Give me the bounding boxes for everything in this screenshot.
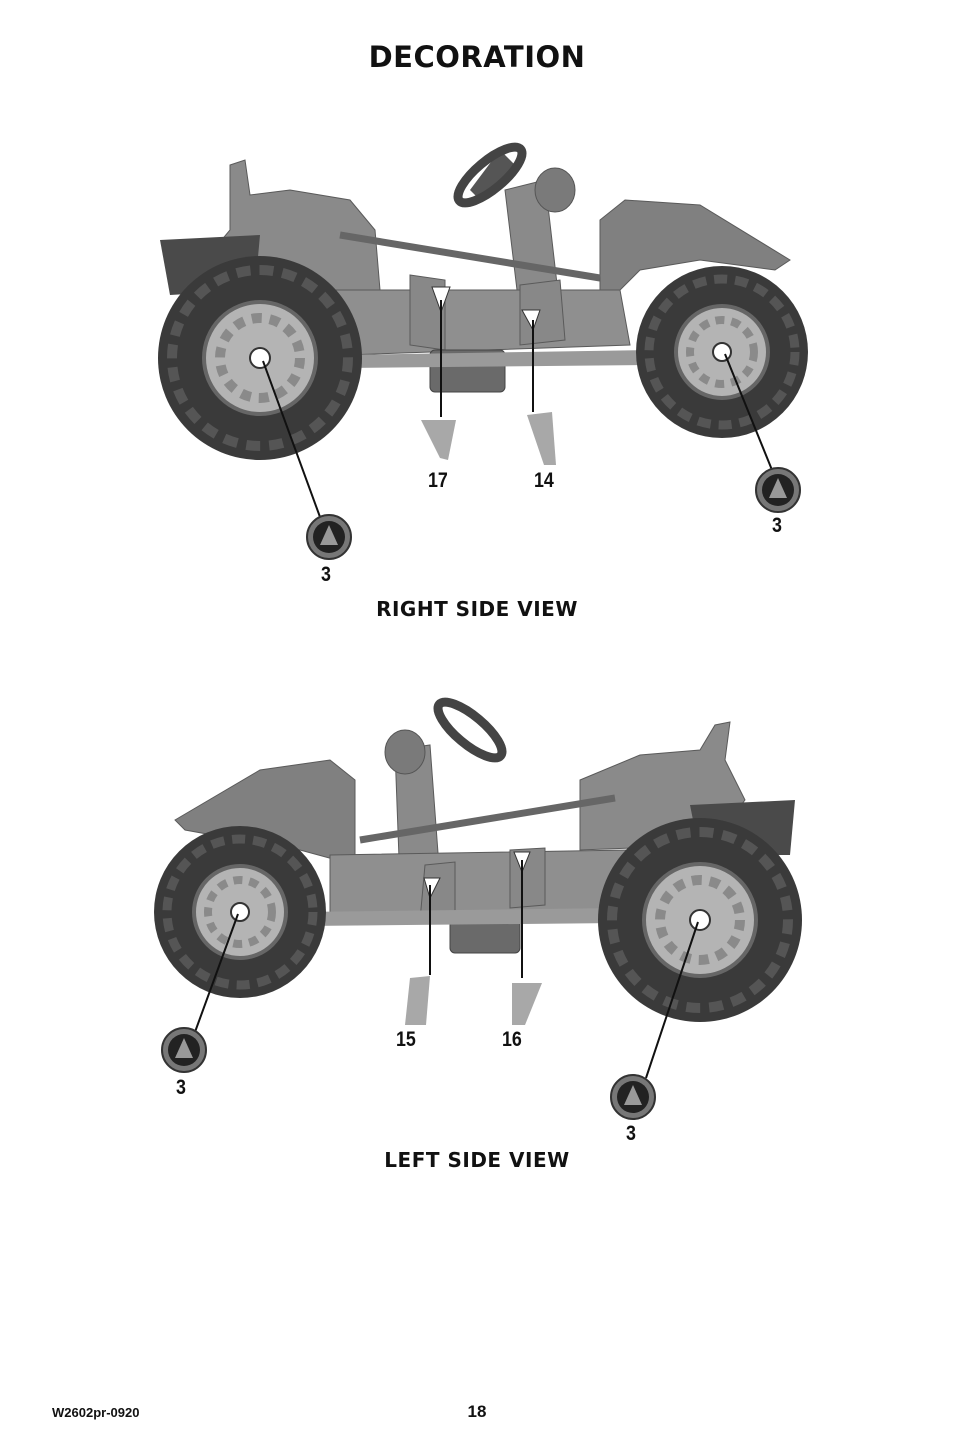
right-side-view-caption: RIGHT SIDE VIEW (376, 597, 578, 621)
atv-right-side (158, 142, 808, 460)
callout-decal-16: 16 (502, 1028, 522, 1051)
callout-decal-14: 14 (534, 469, 554, 492)
decal-14-shape (527, 412, 556, 465)
left-side-view-caption: LEFT SIDE VIEW (384, 1148, 570, 1172)
callout-decal-17: 17 (428, 469, 448, 492)
hub-decal-icon (610, 1074, 656, 1120)
hub-decal-icon (306, 514, 352, 560)
decal-17-shape (421, 420, 456, 460)
page-title: DECORATION (368, 40, 586, 74)
hub-decal-icon (161, 1027, 207, 1073)
document-code: W2602pr-0920 (52, 1405, 140, 1420)
atv-left-side (154, 697, 802, 1022)
decal-15-shape (405, 976, 430, 1025)
callout-hub-rear: 3 (321, 563, 331, 586)
callout-decal-15: 15 (396, 1028, 416, 1051)
left-side-view-illustration (154, 697, 802, 1120)
page-number: 18 (467, 1402, 487, 1421)
callout-hub-front: 3 (772, 514, 782, 537)
callout-hub-rear: 3 (626, 1122, 636, 1145)
hub-decal-icon (755, 467, 801, 513)
right-side-view-illustration (158, 142, 808, 560)
callout-hub-front: 3 (176, 1076, 186, 1099)
decal-16-shape (512, 983, 542, 1025)
